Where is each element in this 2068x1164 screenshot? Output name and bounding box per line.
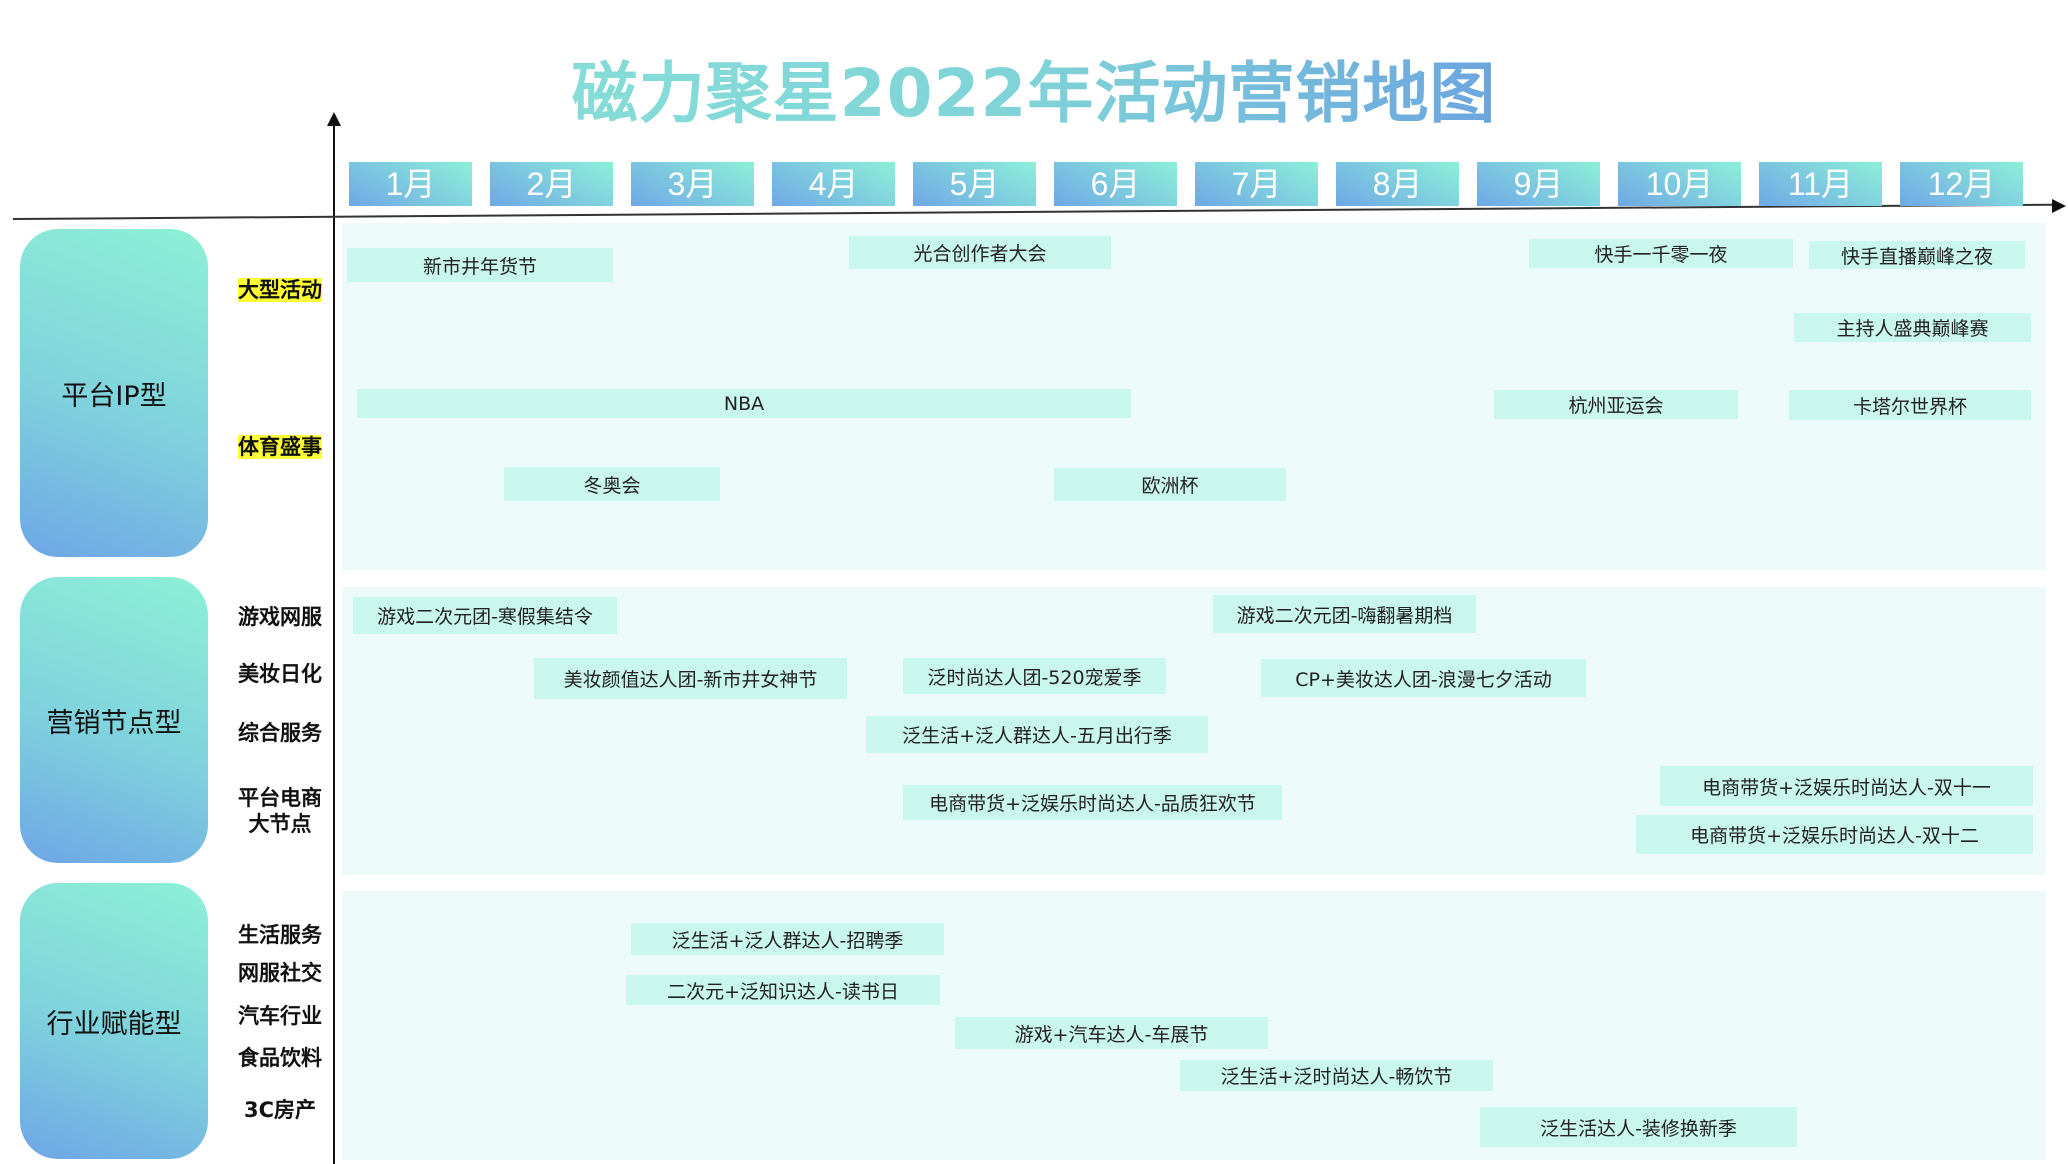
event-block: 快手直播巅峰之夜 [1809,241,2025,269]
subcategory-label: 体育盛事 [238,435,322,459]
event-block: 光合创作者大会 [849,236,1111,269]
y-axis [333,124,335,1164]
month-header: 7月 [1195,162,1318,206]
subcategory-label: 汽车行业 [238,1004,322,1028]
subcategory-label: 3C房产 [243,1098,317,1122]
event-block: 泛生活+泛人群达人-招聘季 [631,923,944,955]
category-marketing-node: 营销节点型 [20,577,208,863]
event-block: 快手一千零一夜 [1529,239,1793,268]
event-block: 泛生活+泛人群达人-五月出行季 [866,716,1208,753]
month-header: 2月 [490,162,613,206]
event-block: 冬奥会 [504,467,720,501]
event-block: 新市井年货节 [347,248,613,282]
event-block: 二次元+泛知识达人-读书日 [626,975,940,1005]
event-block: 美妆颜值达人团-新市井女神节 [534,658,847,699]
month-header: 11月 [1759,162,1882,206]
month-header: 10月 [1618,162,1741,206]
event-block: 泛生活+泛时尚达人-畅饮节 [1180,1060,1493,1091]
x-axis-arrow [2052,199,2066,213]
month-header: 6月 [1054,162,1177,206]
subcategory-label: 综合服务 [238,721,322,745]
x-axis [12,203,2053,220]
month-header: 3月 [631,162,754,206]
subcategory-label: 美妆日化 [238,662,322,686]
event-block: 游戏二次元团-寒假集结令 [353,597,617,634]
page-title: 磁力聚星2022年活动营销地图 [0,40,2068,136]
subcategory-label: 平台电商 大节点 [238,786,322,836]
event-block: 游戏二次元团-嗨翻暑期档 [1213,595,1476,633]
month-header: 5月 [913,162,1036,206]
category-label: 营销节点型 [46,707,182,739]
event-block: 电商带货+泛娱乐时尚达人-双十一 [1660,766,2033,806]
event-block: 卡塔尔世界杯 [1789,390,2031,420]
event-block: 电商带货+泛娱乐时尚达人-双十二 [1636,815,2033,854]
category-label: 平台IP型 [61,380,167,412]
subcategory-label: 大型活动 [238,278,322,302]
month-header: 4月 [772,162,895,206]
event-block: 泛生活达人-装修换新季 [1480,1107,1797,1147]
month-header: 8月 [1336,162,1459,206]
event-block: 欧洲杯 [1054,468,1286,501]
y-axis-arrow [327,112,341,126]
category-platform-ip: 平台IP型 [20,229,208,557]
month-header: 12月 [1900,162,2023,206]
event-block: NBA [357,389,1131,418]
subcategory-label: 生活服务 [238,923,322,947]
event-block: 主持人盛典巅峰赛 [1794,313,2031,342]
subcategory-label: 网服社交 [238,961,322,985]
subcategory-label: 食品饮料 [238,1046,322,1070]
month-header: 1月 [349,162,472,206]
category-label: 行业赋能型 [46,1008,182,1040]
subcategory-label: 游戏网服 [238,605,322,629]
event-block: 游戏+汽车达人-车展节 [955,1017,1268,1049]
category-industry: 行业赋能型 [20,883,208,1159]
event-block: 杭州亚运会 [1494,390,1738,419]
month-header: 9月 [1477,162,1600,206]
event-block: CP+美妆达人团-浪漫七夕活动 [1261,659,1586,697]
event-block: 电商带货+泛娱乐时尚达人-品质狂欢节 [903,785,1282,820]
event-block: 泛时尚达人团-520宠爱季 [903,658,1166,694]
